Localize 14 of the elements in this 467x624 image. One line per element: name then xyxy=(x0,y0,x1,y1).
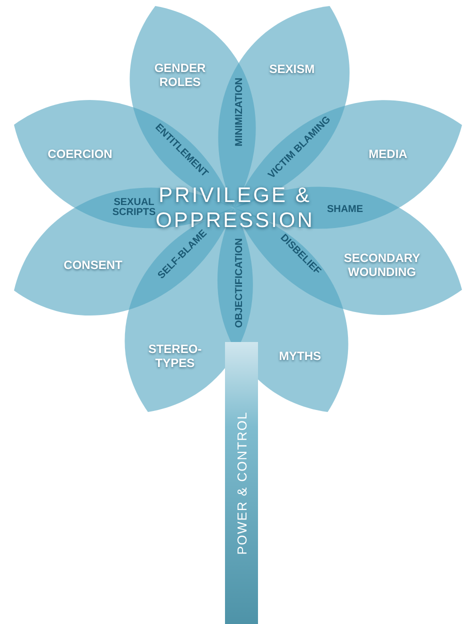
stem-label: POWER & CONTROL xyxy=(234,411,249,555)
petal-label: MEDIA xyxy=(368,148,408,162)
petal-label: GENDER ROLES xyxy=(153,62,207,90)
petal-label: MYTHS xyxy=(278,350,322,364)
overlap-label: MINIMIZATION xyxy=(235,78,245,146)
petal-label: SEXISM xyxy=(268,63,316,77)
overlap-label: OBJECTIFICATION xyxy=(235,238,245,328)
overlap-label: SHAME xyxy=(326,205,364,215)
petal-label: STEREO- TYPES xyxy=(147,343,203,371)
petal-label: SECONDARY WOUNDING xyxy=(342,252,422,280)
petal-label: CONSENT xyxy=(62,259,124,273)
stem-bar xyxy=(225,342,258,624)
petal-label: COERCION xyxy=(46,148,114,162)
overlap-label: SEXUAL SCRIPTS xyxy=(111,198,156,218)
